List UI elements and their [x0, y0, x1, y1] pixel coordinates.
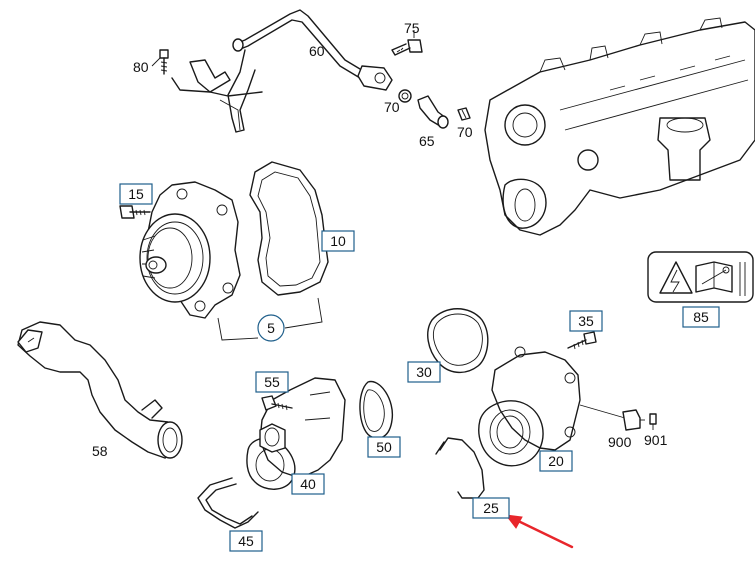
- gasket-30: [427, 308, 489, 373]
- callout-box: [291, 473, 325, 495]
- callout-label: 35: [578, 313, 594, 329]
- callout-box: [367, 436, 401, 458]
- callout-box: [682, 306, 720, 328]
- coolant-pipe-60: [151, 9, 393, 133]
- callout-35[interactable]: 35: [569, 310, 603, 332]
- bolt-75: [391, 30, 423, 56]
- part-label-60[interactable]: 60: [309, 43, 325, 59]
- water-pump: [119, 181, 241, 319]
- callout-45[interactable]: 45: [229, 530, 263, 552]
- gasket-10: [249, 161, 329, 296]
- callout-box: [229, 530, 263, 552]
- callout-label: 40: [300, 476, 316, 492]
- callout-55[interactable]: 55: [255, 371, 289, 393]
- o-ring-5: [217, 297, 323, 341]
- thermostat-housing-20: [478, 331, 657, 467]
- callout-label: 20: [548, 453, 564, 469]
- callout-box: [539, 450, 573, 472]
- callout-25[interactable]: 25: [472, 497, 510, 519]
- electrical-hazard-icon: [659, 261, 693, 294]
- part-label-58[interactable]: 58: [92, 443, 108, 459]
- callout-box: [472, 497, 510, 519]
- callout-box: [569, 310, 603, 332]
- callout-label: 30: [416, 364, 432, 380]
- part-label-75[interactable]: 75: [404, 20, 420, 36]
- part-label-65[interactable]: 65: [419, 133, 435, 149]
- callout-30[interactable]: 30: [407, 361, 441, 383]
- o-ring-50: [359, 380, 394, 439]
- highlight-arrow: [504, 514, 574, 549]
- part-label-900[interactable]: 900: [608, 434, 632, 450]
- hose-58: [17, 321, 183, 459]
- callout-label: 55: [264, 374, 280, 390]
- callout-10[interactable]: 10: [321, 230, 355, 252]
- clip-25: [435, 437, 485, 499]
- clamps-70-hose-65: [398, 89, 471, 129]
- thermostat-housing-40: [246, 377, 346, 490]
- callout-box: [119, 183, 153, 205]
- callout-box: [255, 371, 289, 393]
- callout-5[interactable]: 5: [257, 314, 285, 342]
- part-label-80[interactable]: 80: [133, 59, 149, 75]
- callout-circle: [257, 314, 285, 342]
- callout-label: 15: [128, 186, 144, 202]
- label-layer: 80 60 75 70 70 65 58 900 901: [92, 20, 668, 459]
- callout-40[interactable]: 40: [291, 473, 325, 495]
- callout-50[interactable]: 50: [367, 436, 401, 458]
- callout-box: [321, 230, 355, 252]
- callout-label: 50: [376, 439, 392, 455]
- engine-block: [484, 17, 755, 236]
- part-label-901[interactable]: 901: [644, 432, 668, 448]
- callout-label: 10: [330, 233, 346, 249]
- callout-20[interactable]: 20: [539, 450, 573, 472]
- callout-label: 45: [238, 533, 254, 549]
- callout-label: 5: [267, 320, 275, 336]
- callout-85[interactable]: 85: [682, 306, 720, 328]
- warning-label-85: [647, 251, 754, 303]
- part-label-70a[interactable]: 70: [384, 99, 400, 115]
- callout-label: 25: [483, 500, 499, 516]
- callout-box: [407, 361, 441, 383]
- callout-15[interactable]: 15: [119, 183, 153, 205]
- clip-45: [197, 477, 259, 529]
- callout-label: 85: [693, 309, 709, 325]
- part-label-70b[interactable]: 70: [457, 124, 473, 140]
- manual-wrench-icon: [695, 261, 733, 293]
